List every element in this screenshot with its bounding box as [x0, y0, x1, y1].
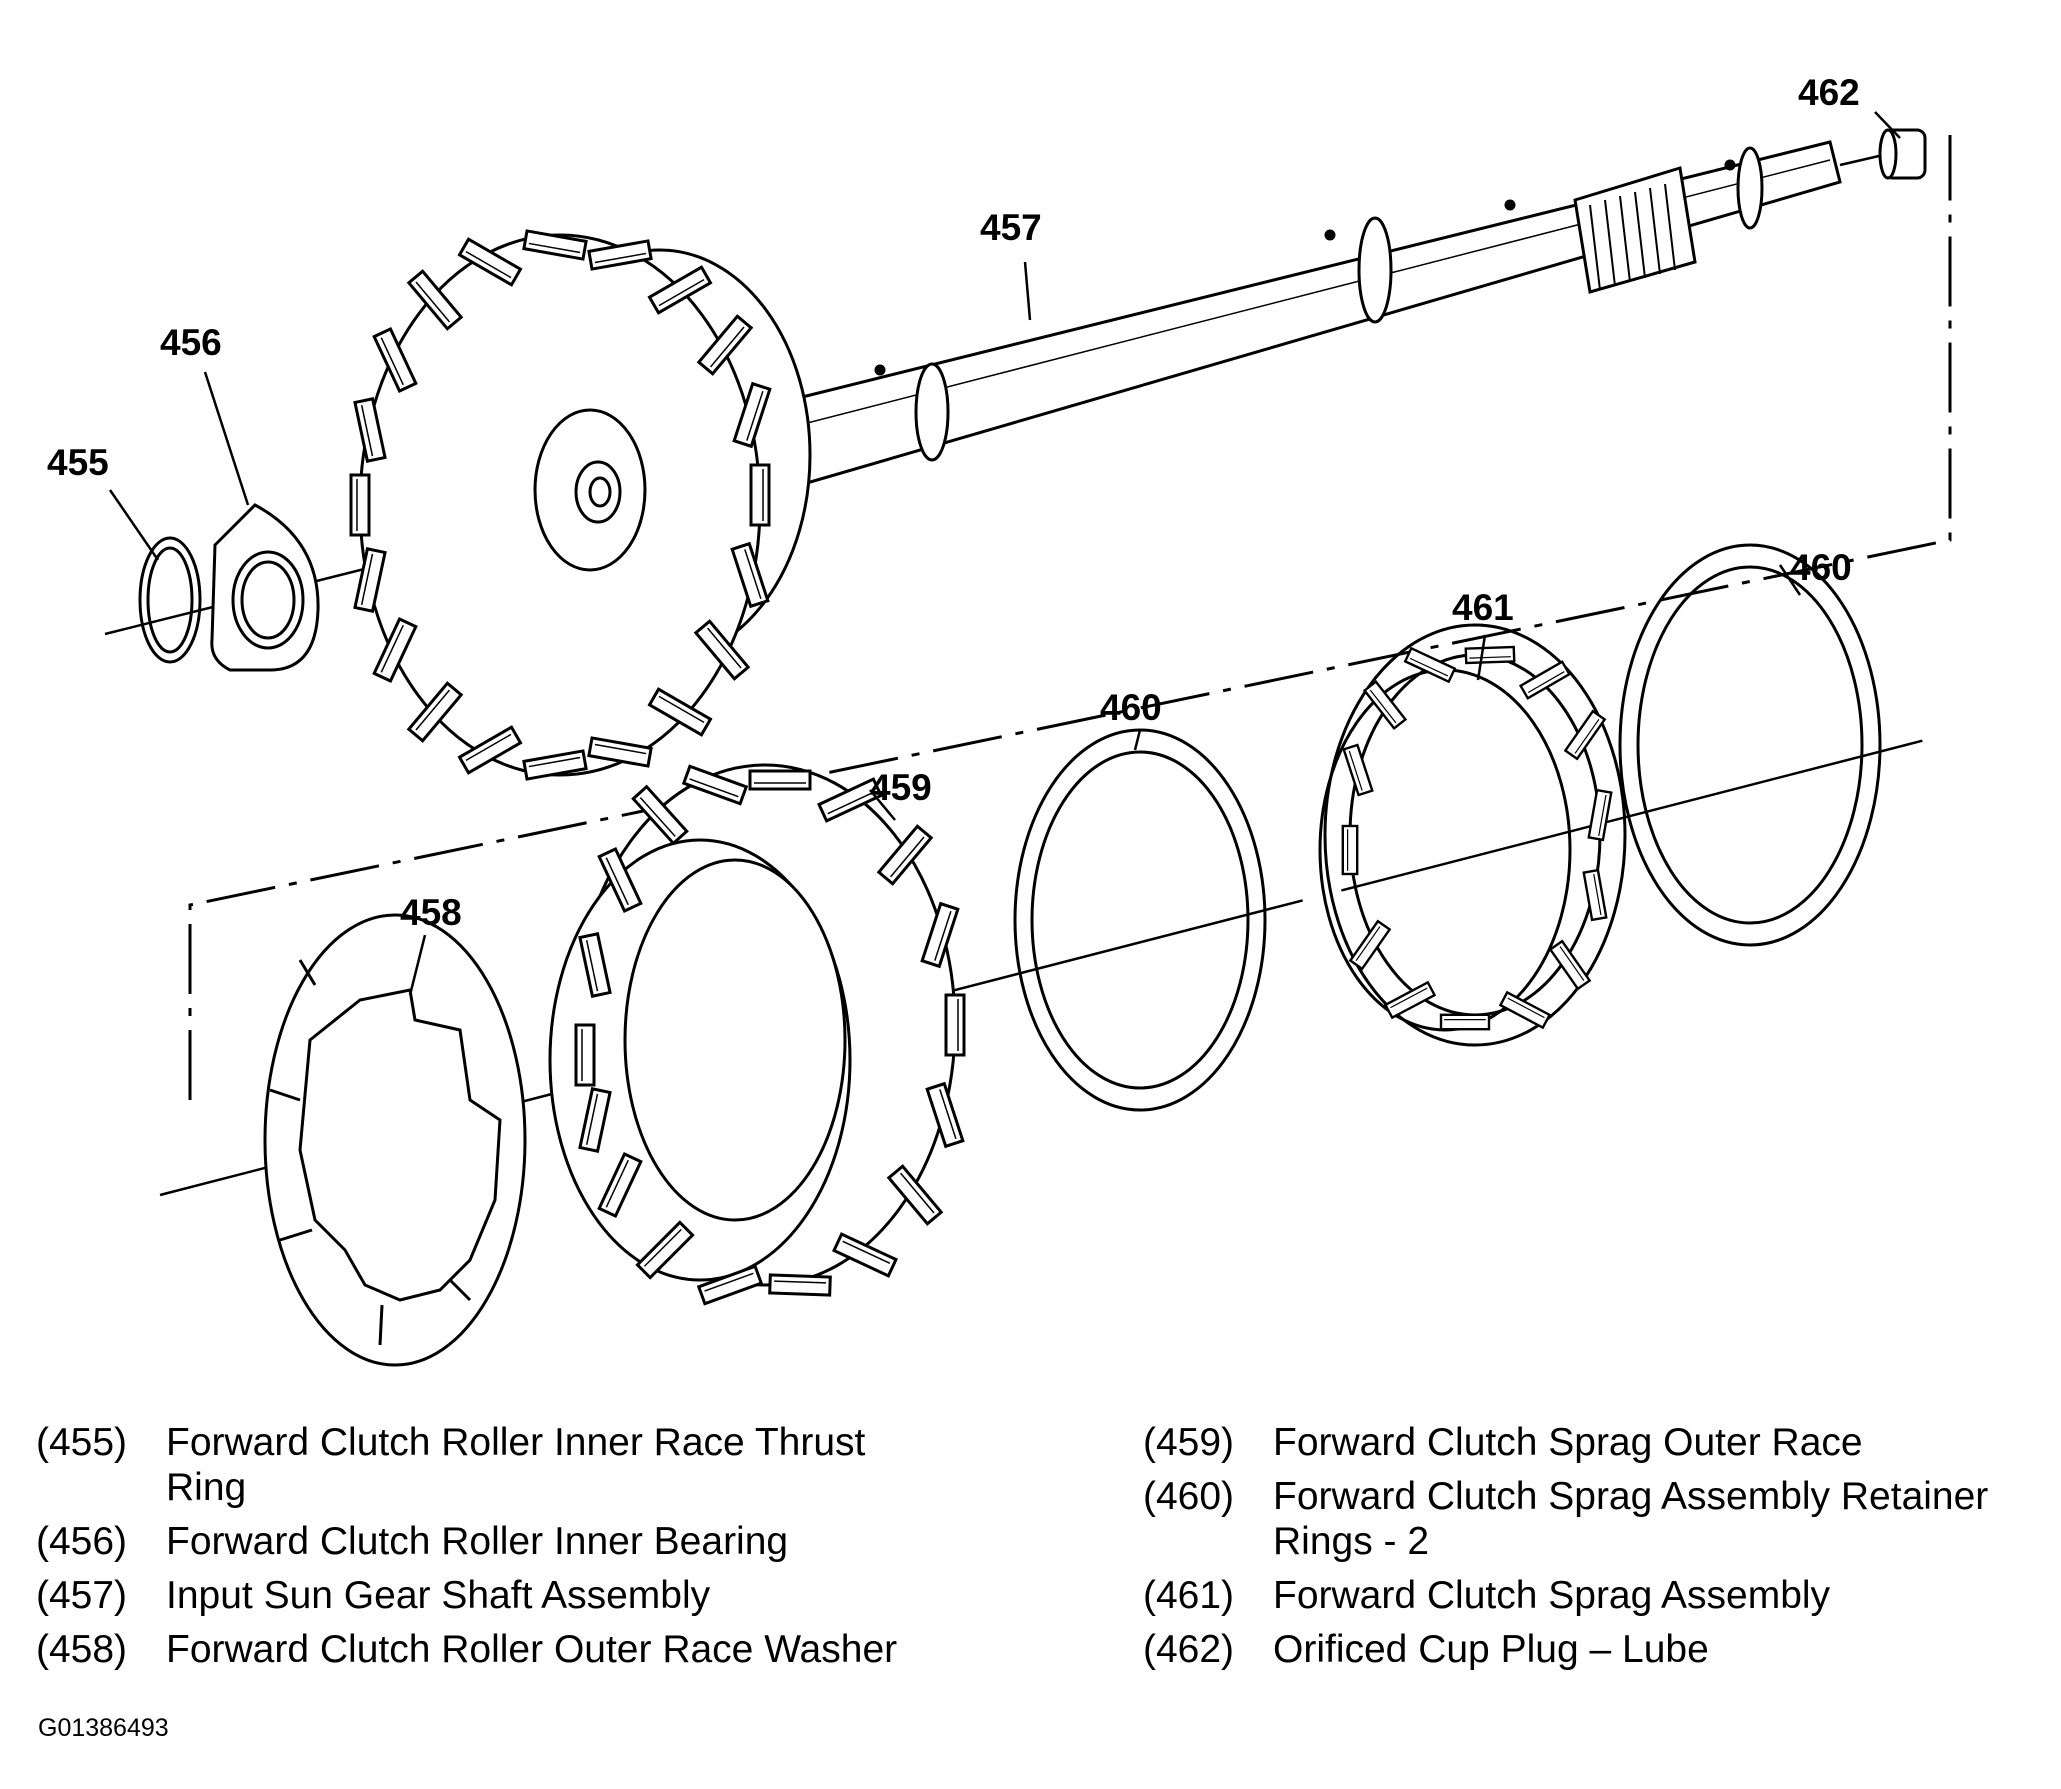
- callout-460-rear: 460: [1790, 547, 1852, 588]
- cup-plug-462: [1878, 128, 1927, 180]
- legend-item-number: (455): [36, 1421, 128, 1464]
- input-shaft-housing-drum: [358, 233, 812, 777]
- callout-461: 461: [1452, 587, 1514, 628]
- assembly-outline: [188, 135, 1952, 1100]
- legend-item: (462) Orificed Cup Plug – Lube: [1143, 1627, 2053, 1672]
- legend-item: (461) Forward Clutch Sprag Assembly: [1143, 1573, 2053, 1618]
- legend-item-number: (461): [1143, 1574, 1235, 1617]
- legend-item-text: Forward Clutch Sprag Assembly Retainer R…: [1273, 1475, 1989, 1563]
- legend-item-text: Forward Clutch Roller Inner Race Thrust …: [166, 1421, 866, 1509]
- legend-item-text: Input Sun Gear Shaft Assembly: [166, 1574, 711, 1617]
- figure-id: G01386493: [38, 1714, 169, 1742]
- legend-item: (455) Forward Clutch Roller Inner Race T…: [36, 1420, 1096, 1510]
- legend-column-left: (455) Forward Clutch Roller Inner Race T…: [36, 1420, 1096, 1681]
- callout-462: 462: [1798, 72, 1860, 113]
- inner-bearing-456: [210, 503, 320, 672]
- legend-item-text: Forward Clutch Roller Outer Race Washer: [166, 1628, 898, 1671]
- callout-457: 457: [980, 207, 1042, 248]
- legend-item-number: (456): [36, 1520, 128, 1563]
- callout-labels: 455 456 457 458 459 460 461 460 462: [47, 72, 1860, 933]
- legend-item-number: (457): [36, 1574, 128, 1617]
- legend-item: (457) Input Sun Gear Shaft Assembly: [36, 1573, 1096, 1618]
- parts-legend: (455) Forward Clutch Roller Inner Race T…: [0, 1420, 2061, 1680]
- legend-item-number: (460): [1143, 1475, 1235, 1518]
- callout-455: 455: [47, 442, 109, 483]
- legend-item-number: (458): [36, 1628, 128, 1671]
- legend-item: (456) Forward Clutch Roller Inner Bearin…: [36, 1519, 1096, 1564]
- legend-item: (458) Forward Clutch Roller Outer Race W…: [36, 1627, 1096, 1672]
- retainer-ring-460-rear: [1618, 543, 1882, 947]
- outer-race-washer-458: [263, 913, 527, 1367]
- callout-459: 459: [870, 767, 932, 808]
- legend-item-text: Forward Clutch Sprag Outer Race: [1273, 1421, 1863, 1464]
- legend-item-number: (462): [1143, 1628, 1235, 1671]
- legend-column-right: (459) Forward Clutch Sprag Outer Race (4…: [1143, 1420, 2053, 1681]
- thrust-ring-455: [138, 536, 202, 664]
- callout-458: 458: [400, 892, 462, 933]
- legend-item-number: (459): [1143, 1421, 1235, 1464]
- callout-456: 456: [160, 322, 222, 363]
- legend-item-text: Orificed Cup Plug – Lube: [1273, 1628, 1709, 1671]
- callout-leader-lines: [108, 111, 1901, 996]
- legend-item-text: Forward Clutch Roller Inner Bearing: [166, 1520, 789, 1563]
- legend-item: (459) Forward Clutch Sprag Outer Race: [1143, 1420, 2053, 1465]
- input-sun-gear-shaft: [768, 140, 1842, 487]
- legend-item-text: Forward Clutch Sprag Assembly: [1273, 1574, 1831, 1617]
- legend-item: (460) Forward Clutch Sprag Assembly Reta…: [1143, 1474, 2053, 1564]
- callout-460-front: 460: [1100, 687, 1162, 728]
